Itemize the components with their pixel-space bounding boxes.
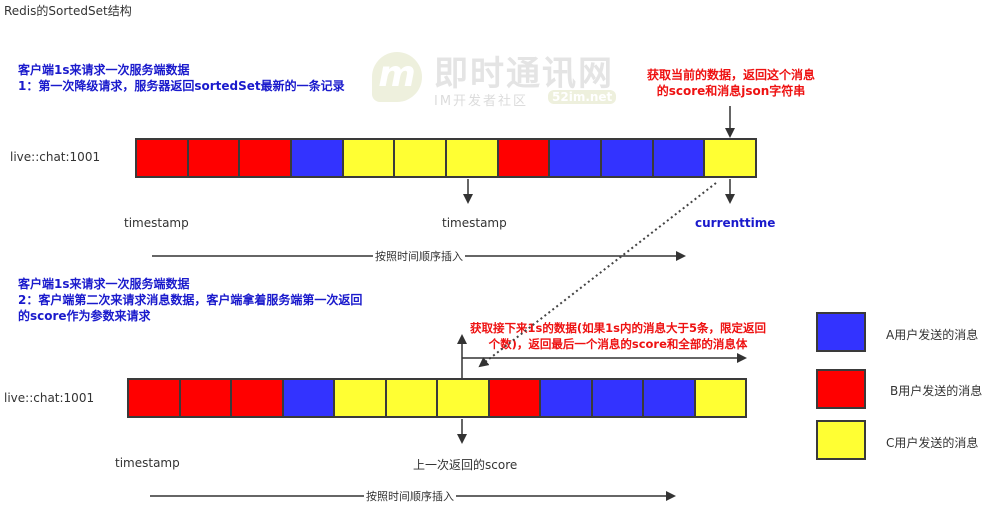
- set-member-C: [343, 140, 396, 176]
- section2-note-line3: 的score作为参数来请求: [18, 309, 151, 323]
- section2-label-timestamp-start: timestamp: [115, 456, 180, 470]
- set-member-B: [137, 140, 189, 176]
- set-member-C: [705, 140, 756, 176]
- legend-swatch-C: [816, 420, 866, 460]
- section2-callout: 获取接下来1s的数据(如果1s内的消息大于5条，限定返回 个数)，返回最后一个消…: [468, 320, 768, 352]
- section1-label-currenttime: currenttime: [695, 216, 776, 230]
- section1-callout-line2: 的score和消息json字符串: [656, 84, 806, 98]
- section2-label-last-score: 上一次返回的score: [413, 458, 518, 472]
- legend-label-B: B用户发送的消息: [890, 384, 982, 398]
- section2-timeline-label: 按照时间顺序插入: [364, 488, 456, 504]
- watermark-subtitle: IM开发者社区: [434, 94, 529, 109]
- set-member-A: [541, 380, 593, 416]
- set-member-A: [644, 380, 696, 416]
- set-member-B: [232, 380, 284, 416]
- set-member-A: [653, 140, 706, 176]
- legend-swatch-B: [816, 369, 866, 409]
- dotted-connector-arrow-icon: [478, 182, 717, 368]
- section1-note: 客户端1s来请求一次服务端数据 1：第一次降级请求，服务器返回sortedSet…: [18, 62, 345, 94]
- section1-label-timestamp-mid: timestamp: [442, 216, 507, 230]
- set-member-C: [395, 140, 448, 176]
- section1-note-line1: 客户端1s来请求一次服务端数据: [18, 63, 190, 77]
- watermark-logo-icon: m: [372, 52, 422, 102]
- set-member-B: [498, 140, 551, 176]
- diagram-title: Redis的SortedSet结构: [4, 4, 132, 18]
- section2-note-line1: 客户端1s来请求一次服务端数据: [18, 277, 190, 291]
- set-member-C: [386, 380, 438, 416]
- set-member-B: [240, 140, 293, 176]
- watermark-domain: 52im.net: [548, 90, 617, 104]
- set-member-C: [695, 380, 745, 416]
- set-member-C: [438, 380, 490, 416]
- section2-note-line2: 2：客户端第二次来请求消息数据，客户端拿着服务端第一次返回: [18, 293, 363, 307]
- section1-label-timestamp-start: timestamp: [124, 216, 189, 230]
- set-member-C: [447, 140, 499, 176]
- legend-swatch-A: [816, 312, 866, 352]
- set-member-C: [335, 380, 387, 416]
- section1-callout-line1: 获取当前的数据，返回这个消息: [646, 68, 815, 82]
- set-member-B: [489, 380, 541, 416]
- section1-key-label: live::chat:1001: [10, 150, 101, 164]
- set-member-B: [188, 140, 241, 176]
- set-member-A: [283, 380, 335, 416]
- set-member-B: [129, 380, 181, 416]
- set-member-A: [602, 140, 654, 176]
- set-member-B: [180, 380, 232, 416]
- section1-callout: 获取当前的数据，返回这个消息 的score和消息json字符串: [620, 67, 842, 99]
- section1-sorted-set-bar: [135, 138, 757, 178]
- legend-label-C: C用户发送的消息: [886, 436, 979, 450]
- section2-sorted-set-bar: [127, 378, 747, 418]
- section1-timeline-label: 按照时间顺序插入: [373, 248, 465, 264]
- set-member-A: [292, 140, 344, 176]
- section1-note-line2: 1：第一次降级请求，服务器返回sortedSet最新的一条记录: [18, 79, 345, 93]
- section2-note: 客户端1s来请求一次服务端数据 2：客户端第二次来请求消息数据，客户端拿着服务端…: [18, 276, 362, 324]
- section2-callout-line2: 个数)，返回最后一个消息的score和全部的消息体: [488, 337, 748, 351]
- section2-key-label: live::chat:1001: [4, 391, 95, 405]
- set-member-A: [550, 140, 603, 176]
- section2-callout-line1: 获取接下来1s的数据(如果1s内的消息大于5条，限定返回: [470, 321, 766, 335]
- watermark-name: 即时通讯网: [434, 54, 614, 94]
- set-member-A: [592, 380, 644, 416]
- legend-label-A: A用户发送的消息: [886, 328, 979, 342]
